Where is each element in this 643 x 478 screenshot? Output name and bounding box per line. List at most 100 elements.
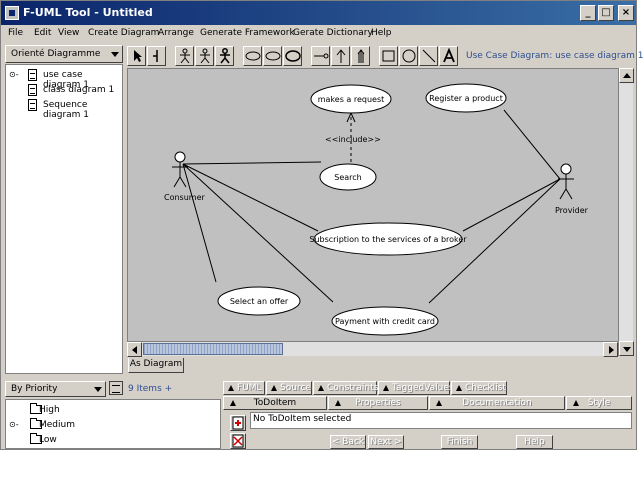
usecase-bold-tool-button[interactable] bbox=[283, 46, 302, 66]
canvas-vertical-scrollbar[interactable] bbox=[618, 68, 634, 356]
actor-icon bbox=[200, 48, 210, 64]
diagram-canvas[interactable]: Consumer Provider makes a request Regist… bbox=[127, 68, 633, 356]
text-tool-button[interactable] bbox=[439, 46, 458, 66]
menu-view[interactable]: View bbox=[58, 28, 80, 38]
usecase-label-subscription[interactable]: Subscription to the services of a broker bbox=[309, 235, 467, 244]
maximize-button[interactable]: □ bbox=[598, 5, 614, 21]
tab-tagged-values[interactable]: TaggedValues bbox=[378, 381, 454, 395]
priority-item-high[interactable]: High bbox=[6, 403, 220, 417]
tab-properties[interactable]: Properties bbox=[328, 396, 428, 410]
tab-source[interactable]: Source bbox=[266, 381, 312, 395]
usecase-label-makes-request[interactable]: makes a request bbox=[318, 95, 385, 104]
actor-alt-tool-button[interactable] bbox=[195, 46, 214, 66]
ellipse-icon bbox=[265, 51, 281, 61]
dependency-tool-button[interactable] bbox=[351, 46, 370, 66]
association-icon bbox=[314, 53, 329, 59]
use-case-diagram[interactable]: Consumer Provider makes a request Regist… bbox=[128, 69, 619, 342]
details-tabs: FUML Source Constraints TaggedValues Che… bbox=[223, 381, 635, 395]
canvas-horizontal-scrollbar[interactable] bbox=[127, 341, 618, 357]
menu-gerate-dictionary[interactable]: Gerate Dictionary bbox=[293, 28, 373, 38]
usecase-label-search[interactable]: Search bbox=[334, 173, 361, 182]
circle-tool-button[interactable] bbox=[399, 46, 418, 66]
association-consumer-search bbox=[182, 161, 322, 165]
perspective-select[interactable]: Orienté Diagramme bbox=[5, 45, 123, 63]
tab-documentation[interactable]: Documentation bbox=[429, 396, 565, 410]
usecase-label-payment[interactable]: Payment with credit card bbox=[335, 317, 435, 326]
scroll-left-button[interactable] bbox=[127, 342, 142, 357]
todo-sort-button[interactable] bbox=[109, 381, 123, 395]
folder-icon bbox=[30, 433, 42, 444]
actor-label-provider[interactable]: Provider bbox=[555, 206, 589, 215]
menu-bar: File Edit View Create Diagram Arrange Ge… bbox=[1, 25, 636, 42]
usecase-tool-button[interactable] bbox=[243, 46, 262, 66]
chevron-down-icon[interactable] bbox=[111, 52, 119, 57]
menu-file[interactable]: File bbox=[8, 28, 24, 38]
close-button[interactable]: × bbox=[618, 5, 634, 21]
tab-style[interactable]: Style bbox=[566, 396, 632, 410]
new-todo-button[interactable] bbox=[230, 415, 246, 431]
finish-button[interactable]: Finish bbox=[441, 435, 478, 449]
chevron-down-icon[interactable] bbox=[94, 387, 102, 392]
next-button[interactable]: Next > bbox=[368, 435, 404, 449]
line-tool-button[interactable] bbox=[419, 46, 438, 66]
tree-item-label: class diagram 1 bbox=[43, 85, 115, 95]
add-item-icon bbox=[232, 416, 244, 430]
actor-label-consumer[interactable]: Consumer bbox=[164, 193, 206, 202]
menu-arrange[interactable]: Arrange bbox=[158, 28, 194, 38]
usecase-subscription bbox=[313, 222, 463, 256]
tab-todo-item[interactable]: ToDoItem bbox=[223, 396, 327, 410]
horizontal-scroll-thumb[interactable] bbox=[143, 343, 283, 355]
todo-grouping-select[interactable]: By Priority bbox=[5, 381, 106, 397]
folder-icon bbox=[30, 403, 42, 414]
scroll-up-button[interactable] bbox=[619, 68, 634, 83]
scroll-down-button[interactable] bbox=[619, 341, 634, 356]
title-bar[interactable]: F-UML Tool - Untitled _ □ × bbox=[1, 1, 636, 25]
association-consumer-payment bbox=[182, 163, 334, 303]
tab-checklist[interactable]: Checklist bbox=[451, 381, 507, 395]
usecase-label-register-product[interactable]: Register a product bbox=[429, 94, 503, 103]
association-consumer-offer bbox=[182, 163, 217, 283]
tree-item-label: use case diagram 1 bbox=[43, 70, 90, 90]
back-button[interactable]: < Back bbox=[330, 435, 366, 449]
menu-edit[interactable]: Edit bbox=[34, 28, 52, 38]
association-tool-button[interactable] bbox=[311, 46, 330, 66]
arrow-up-icon bbox=[357, 49, 365, 63]
resolve-todo-button[interactable] bbox=[230, 433, 246, 449]
priority-label: Medium bbox=[39, 420, 75, 430]
usecase-alt-tool-button[interactable] bbox=[263, 46, 282, 66]
expand-icon[interactable]: ⊙- bbox=[9, 70, 19, 79]
diagram-icon bbox=[28, 84, 37, 96]
menu-generate-framework[interactable]: Generate Framework bbox=[200, 28, 295, 38]
menu-create-diagram[interactable]: Create Diagram bbox=[88, 28, 160, 38]
rectangle-icon bbox=[382, 50, 395, 62]
tab-fuml[interactable]: FUML bbox=[223, 381, 265, 395]
actor-bold-tool-button[interactable] bbox=[215, 46, 234, 66]
ellipse-icon bbox=[245, 51, 261, 61]
todo-priority-tree: High ⊙- Medium Low bbox=[5, 399, 221, 449]
diagram-icon bbox=[28, 69, 37, 81]
line-icon bbox=[422, 49, 436, 63]
diagram-icon bbox=[28, 99, 37, 111]
help-button[interactable]: Help bbox=[516, 435, 553, 449]
usecase-label-select-offer[interactable]: Select an offer bbox=[230, 297, 289, 306]
tab-constraints[interactable]: Constraints bbox=[313, 381, 378, 395]
usecase-makes-request bbox=[310, 84, 392, 114]
scroll-right-button[interactable] bbox=[603, 342, 618, 357]
actor-tool-button[interactable] bbox=[175, 46, 194, 66]
ellipse-icon bbox=[285, 50, 301, 62]
generalization-tool-button[interactable] bbox=[331, 46, 350, 66]
minimize-button[interactable]: _ bbox=[580, 5, 596, 21]
rectangle-tool-button[interactable] bbox=[379, 46, 398, 66]
menu-help[interactable]: Help bbox=[371, 28, 392, 38]
priority-item-medium[interactable]: ⊙- Medium bbox=[6, 418, 220, 432]
tab-as-diagram[interactable]: As Diagram bbox=[128, 358, 184, 373]
tree-item-class-diagram[interactable]: class diagram 1 bbox=[6, 83, 122, 97]
usecase-search bbox=[319, 163, 377, 191]
priority-item-low[interactable]: Low bbox=[6, 433, 220, 447]
expand-icon[interactable]: ⊙- bbox=[9, 420, 19, 429]
tree-item-use-case-diagram[interactable]: ⊙- use case diagram 1 bbox=[6, 68, 122, 90]
association-provider-payment bbox=[428, 178, 561, 304]
tree-item-sequence-diagram[interactable]: Sequence diagram 1 bbox=[6, 98, 122, 120]
broom-tool-button[interactable] bbox=[147, 46, 166, 66]
select-tool-button[interactable] bbox=[127, 46, 146, 66]
